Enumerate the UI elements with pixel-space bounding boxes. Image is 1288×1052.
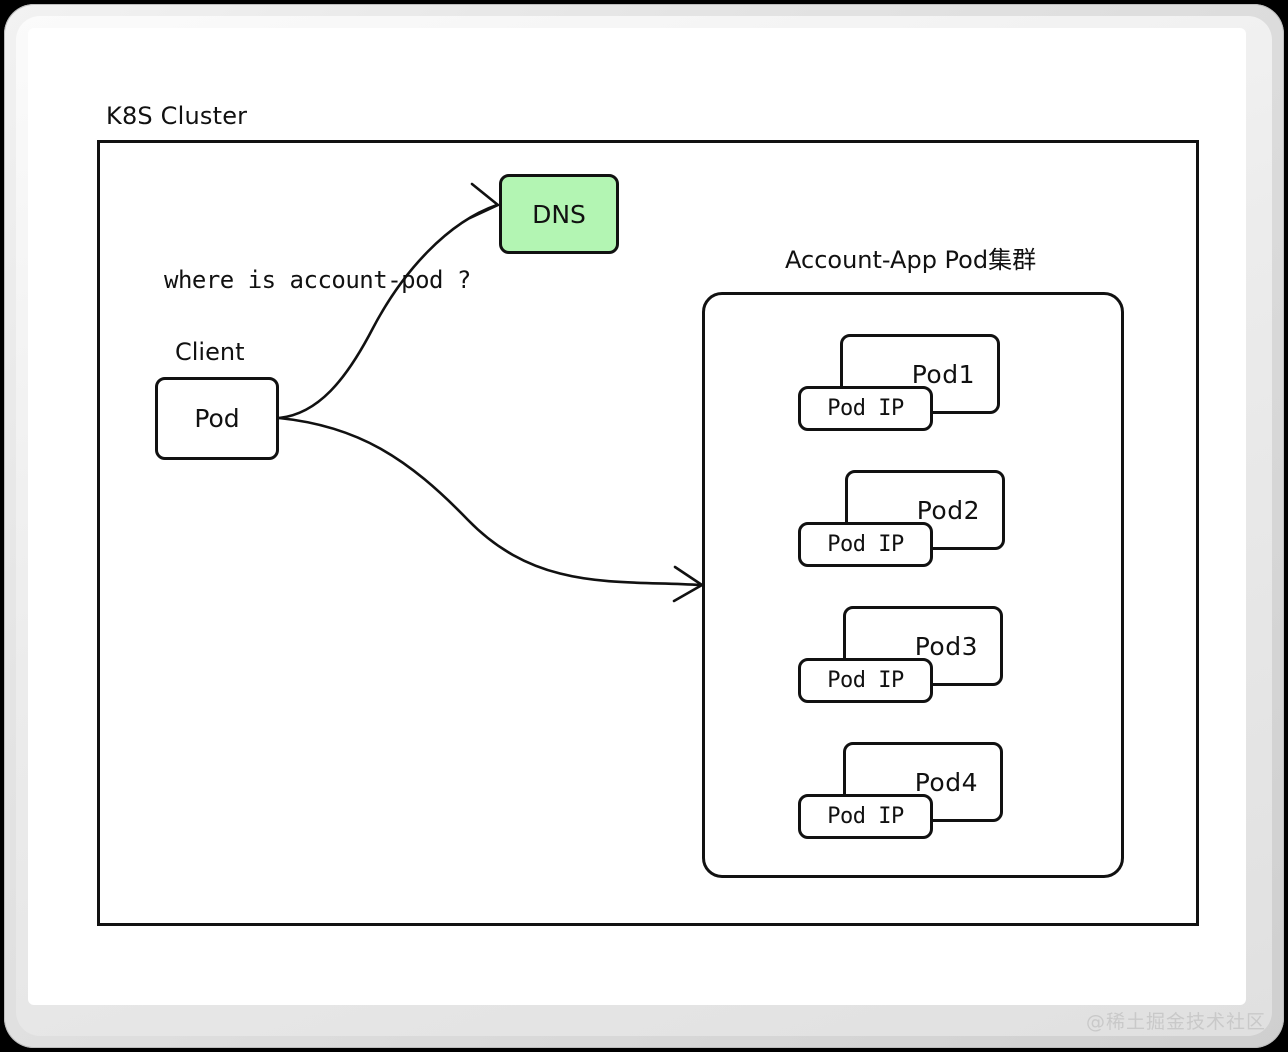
client-pod-node[interactable]: Pod bbox=[155, 377, 279, 460]
client-caption: Client bbox=[175, 338, 245, 366]
client-pod-label: Pod bbox=[194, 404, 240, 433]
pod-group-caption: Account-App Pod集群 bbox=[785, 246, 1037, 274]
dns-node-label: DNS bbox=[532, 199, 586, 229]
query-label: where is account-pod ? bbox=[164, 266, 471, 294]
pod-node-label: Pod2 bbox=[916, 495, 980, 525]
pod-ip-node[interactable]: Pod IP bbox=[798, 522, 933, 567]
page-title: K8S Cluster bbox=[106, 102, 248, 130]
pod-ip-node[interactable]: Pod IP bbox=[798, 386, 933, 431]
k8s-cluster-boundary bbox=[97, 140, 1199, 926]
pod-node-label: Pod4 bbox=[914, 767, 978, 797]
pod-ip-label: Pod IP bbox=[827, 668, 904, 693]
diagram-canvas: K8S Cluster where is account-pod ? DNS C… bbox=[28, 28, 1246, 1005]
pod-ip-node[interactable]: Pod IP bbox=[798, 658, 933, 703]
pod-node-label: Pod1 bbox=[911, 359, 975, 389]
dns-node[interactable]: DNS bbox=[499, 174, 619, 254]
pod-ip-label: Pod IP bbox=[827, 532, 904, 557]
pod-ip-label: Pod IP bbox=[827, 396, 904, 421]
pod-ip-label: Pod IP bbox=[827, 804, 904, 829]
watermark: @稀土掘金技术社区 bbox=[1085, 1011, 1266, 1033]
pod-ip-node[interactable]: Pod IP bbox=[798, 794, 933, 839]
pod-group-boundary bbox=[702, 292, 1124, 878]
pod-node-label: Pod3 bbox=[914, 631, 978, 661]
